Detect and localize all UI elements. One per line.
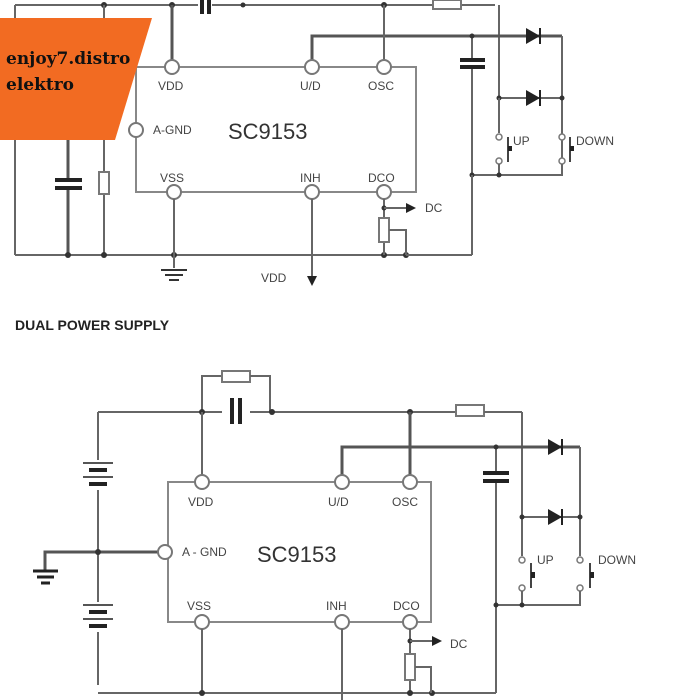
pin-ud [334, 474, 350, 490]
pin-vss [194, 614, 210, 630]
potentiometer-icon [404, 653, 416, 681]
pin-label-vss: VSS [187, 599, 211, 613]
pin-label-inh: INH [326, 599, 347, 613]
pin-osc [376, 59, 392, 75]
capacitor-icon [483, 471, 509, 483]
watermark-banner [0, 18, 152, 140]
pin-dco [402, 614, 418, 630]
pin-vdd [194, 474, 210, 490]
resistor-icon [221, 370, 251, 383]
arrow-right-icon [432, 636, 442, 646]
diode-icon [548, 509, 562, 525]
supply-label: VDD [261, 271, 287, 285]
arrow-down-icon [307, 276, 317, 286]
pin-label-vdd: VDD [188, 495, 214, 509]
pin-label-vss: VSS [160, 171, 184, 185]
pin-label-inh: INH [300, 171, 321, 185]
pin-label-dco: DCO [393, 599, 420, 613]
pin-label-osc: OSC [368, 79, 394, 93]
switch-up-label: UP [513, 134, 530, 148]
battery-icon [83, 460, 113, 490]
output-label: DC [425, 201, 443, 215]
resistor-icon [455, 404, 485, 417]
pin-vss [166, 184, 182, 200]
ground-icon [33, 569, 58, 585]
watermark-line-2: elektro [6, 75, 75, 95]
arrow-right-icon [406, 203, 416, 213]
switch-down-label: DOWN [598, 553, 636, 567]
pin-dco [376, 184, 392, 200]
pin-label-agnd: A-GND [153, 123, 192, 137]
ground-icon [161, 269, 187, 281]
pin-agnd [128, 122, 144, 138]
diode-icon [526, 90, 540, 106]
resistor-icon [432, 0, 462, 10]
chip-name: SC9153 [228, 119, 308, 144]
pin-label-osc: OSC [392, 495, 418, 509]
pin-label-ud: U/D [328, 495, 349, 509]
bottom-circuit: VDD U/D OSC A - GND SC9153 VSS INH DCO D… [33, 370, 636, 700]
capacitor-icon [460, 58, 485, 69]
switch-up-label: UP [537, 553, 554, 567]
chip-name: SC9153 [257, 542, 337, 567]
pin-inh [334, 614, 350, 630]
watermark-text: enjoy7.distro elektro [6, 46, 130, 98]
pin-ud [304, 59, 320, 75]
pin-label-dco: DCO [368, 171, 395, 185]
diode-icon [548, 439, 562, 455]
switch-down-label: DOWN [576, 134, 614, 148]
pin-label-vdd: VDD [158, 79, 184, 93]
pin-label-agnd: A - GND [182, 545, 227, 559]
pin-vdd [164, 59, 180, 75]
watermark-line-1: enjoy7.distro [6, 49, 131, 69]
pin-osc [402, 474, 418, 490]
capacitor-icon [230, 398, 242, 424]
pin-inh [304, 184, 320, 200]
section-title: DUAL POWER SUPPLY [15, 317, 170, 333]
potentiometer-icon [378, 217, 390, 243]
resistor-icon [98, 171, 110, 195]
capacitor-icon [55, 178, 82, 190]
diode-icon [526, 28, 540, 44]
battery-icon [83, 602, 113, 632]
pin-label-ud: U/D [300, 79, 321, 93]
capacitor-icon [198, 0, 212, 14]
output-label: DC [450, 637, 468, 651]
pin-agnd [157, 544, 173, 560]
